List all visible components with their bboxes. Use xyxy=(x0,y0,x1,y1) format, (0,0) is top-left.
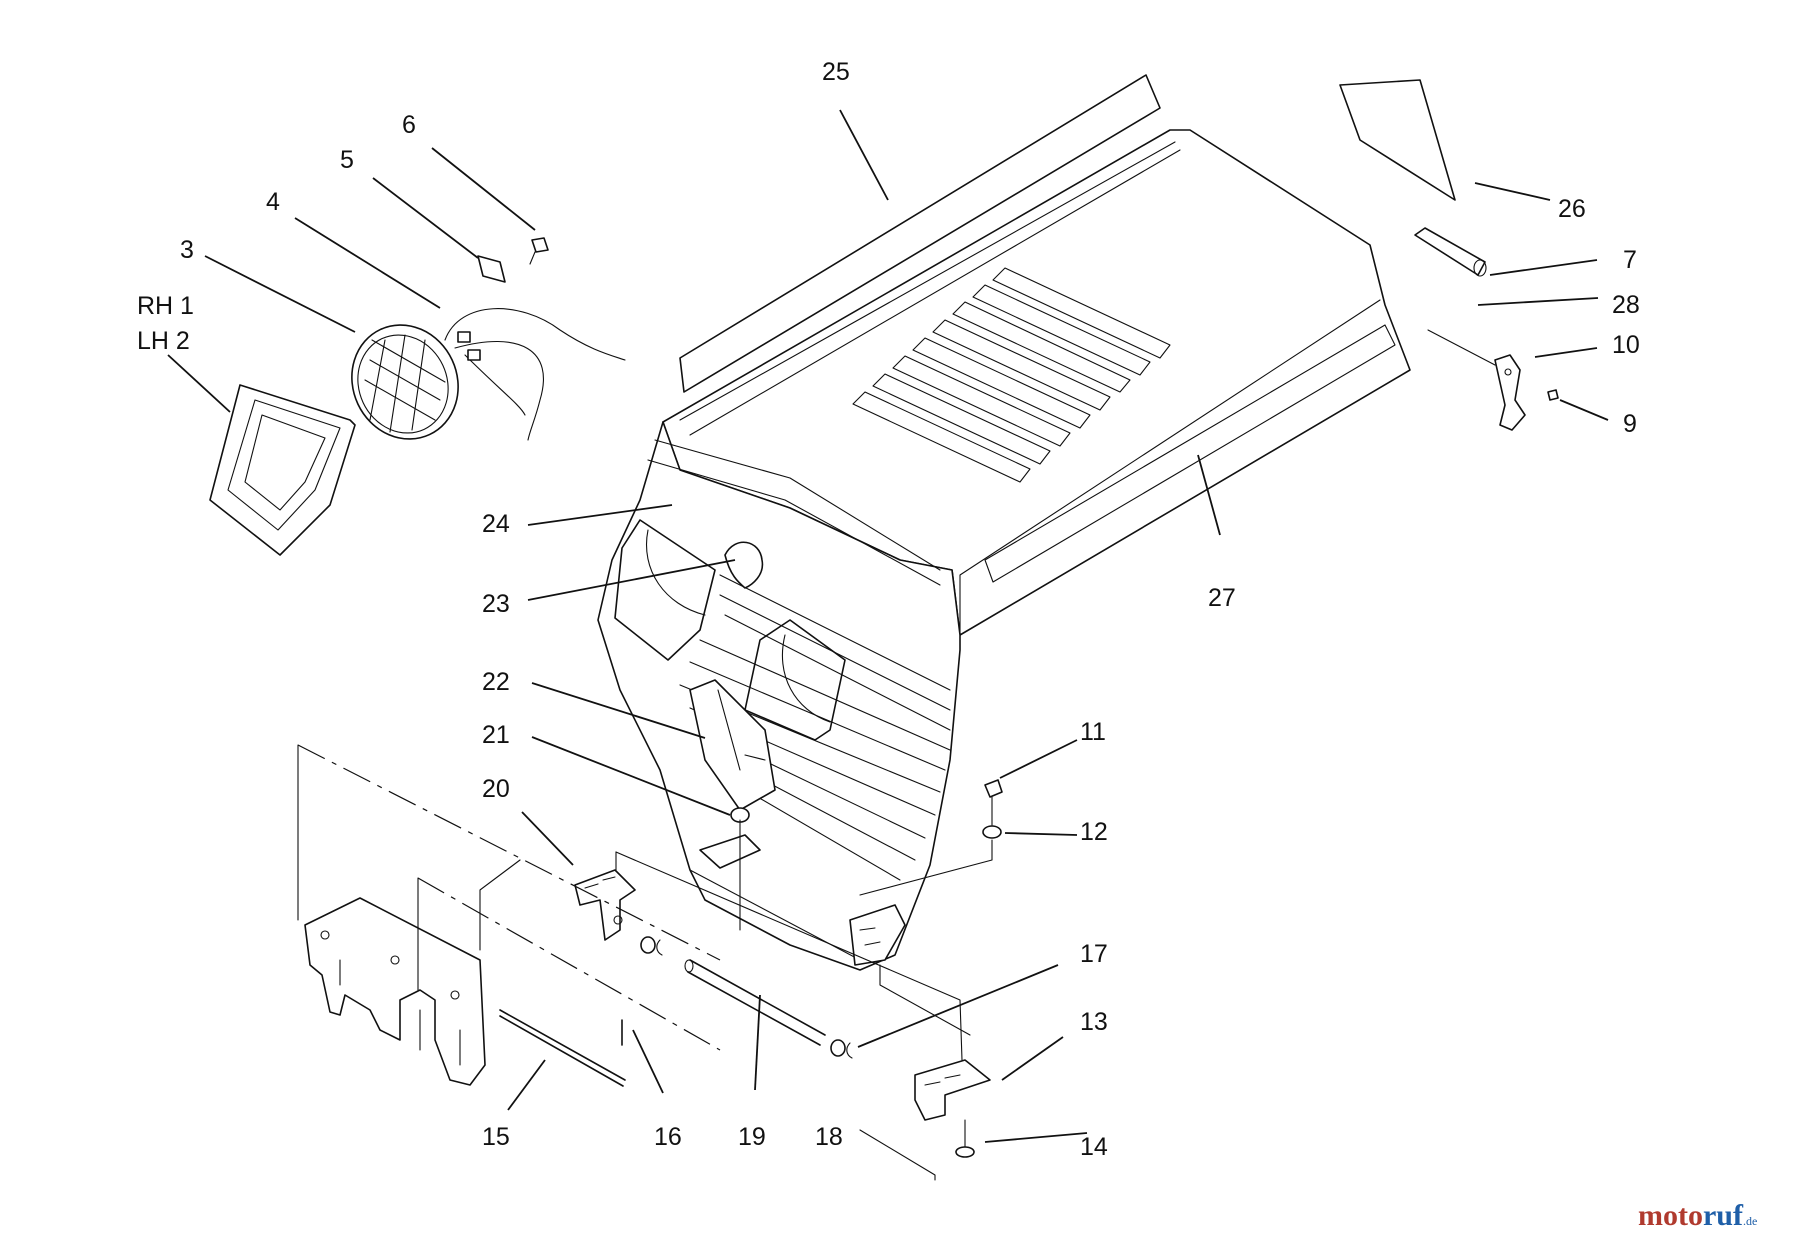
nut-18 xyxy=(830,1039,853,1059)
bracket-20 xyxy=(574,869,636,941)
screw-6 xyxy=(529,237,549,265)
watermark-suffix: .de xyxy=(1743,1214,1757,1228)
assembly-centerlines xyxy=(297,744,993,1181)
callout-21: 21 xyxy=(482,721,510,749)
emblem-23 xyxy=(724,541,764,589)
callout-7: 7 xyxy=(1623,246,1637,274)
callout-14: 14 xyxy=(1080,1133,1108,1161)
headlight-3 xyxy=(351,324,459,440)
hood xyxy=(662,129,1411,636)
callout-22: 22 xyxy=(482,668,510,696)
bracket-21 xyxy=(699,807,761,869)
washer-12 xyxy=(982,825,1002,839)
watermark-brand-a: moto xyxy=(1638,1199,1703,1232)
callout-4: 4 xyxy=(266,188,280,216)
callout-18: 18 xyxy=(815,1123,843,1151)
headlight-bezel xyxy=(209,384,356,556)
callout-17: 17 xyxy=(1080,940,1108,968)
mounting-frame xyxy=(304,897,486,1086)
callout-rh1: RH 1 xyxy=(137,292,194,320)
watermark-logo: motoruf.de xyxy=(1638,1199,1757,1232)
callout-11: 11 xyxy=(1080,718,1106,746)
bolt-11 xyxy=(984,779,1003,826)
callout-26: 26 xyxy=(1558,195,1586,223)
svg-text:motoruf.de: motoruf.de xyxy=(1638,1199,1757,1232)
decal-strip-25 xyxy=(679,74,1161,393)
callout-15: 15 xyxy=(482,1123,510,1151)
watermark-brand-b: ruf xyxy=(1703,1199,1744,1232)
callout-19: 19 xyxy=(738,1123,766,1151)
pivot-rod-19 xyxy=(684,959,826,1046)
decal-26 xyxy=(1339,79,1456,201)
bolt-14 xyxy=(955,1119,975,1158)
grip-7 xyxy=(1414,227,1487,277)
callout-20: 20 xyxy=(482,775,510,803)
callout-10: 10 xyxy=(1612,331,1640,359)
callout-6: 6 xyxy=(402,111,416,139)
callout-24: 24 xyxy=(482,510,510,538)
callout-3: 3 xyxy=(180,236,194,264)
callout-23: 23 xyxy=(482,590,510,618)
callout-5: 5 xyxy=(340,146,354,174)
callout-lh2: LH 2 xyxy=(137,327,190,355)
hinge-bracket-right xyxy=(849,904,906,966)
nut-left xyxy=(640,936,663,956)
grille-nose xyxy=(597,421,961,971)
callout-16: 16 xyxy=(654,1123,682,1151)
latch-10 xyxy=(1494,354,1526,431)
callout-25: 25 xyxy=(822,58,850,86)
hinge-rod-15 xyxy=(499,1009,626,1087)
callout-27: 27 xyxy=(1208,584,1236,612)
callout-28: 28 xyxy=(1612,291,1640,319)
bracket-13 xyxy=(914,1059,991,1121)
callout-13: 13 xyxy=(1080,1008,1108,1036)
leader-lines xyxy=(167,109,1609,1143)
callout-labels: 25 6 5 4 3 RH 1 LH 2 26 7 28 10 9 24 23 … xyxy=(137,58,1640,1161)
wiring-harness-4 xyxy=(444,308,626,441)
rivet-9 xyxy=(1547,389,1559,401)
clip-5 xyxy=(477,255,506,283)
bracket-22 xyxy=(689,679,776,811)
callout-9: 9 xyxy=(1623,410,1637,438)
callout-12: 12 xyxy=(1080,818,1108,846)
hood-vents xyxy=(852,267,1171,483)
